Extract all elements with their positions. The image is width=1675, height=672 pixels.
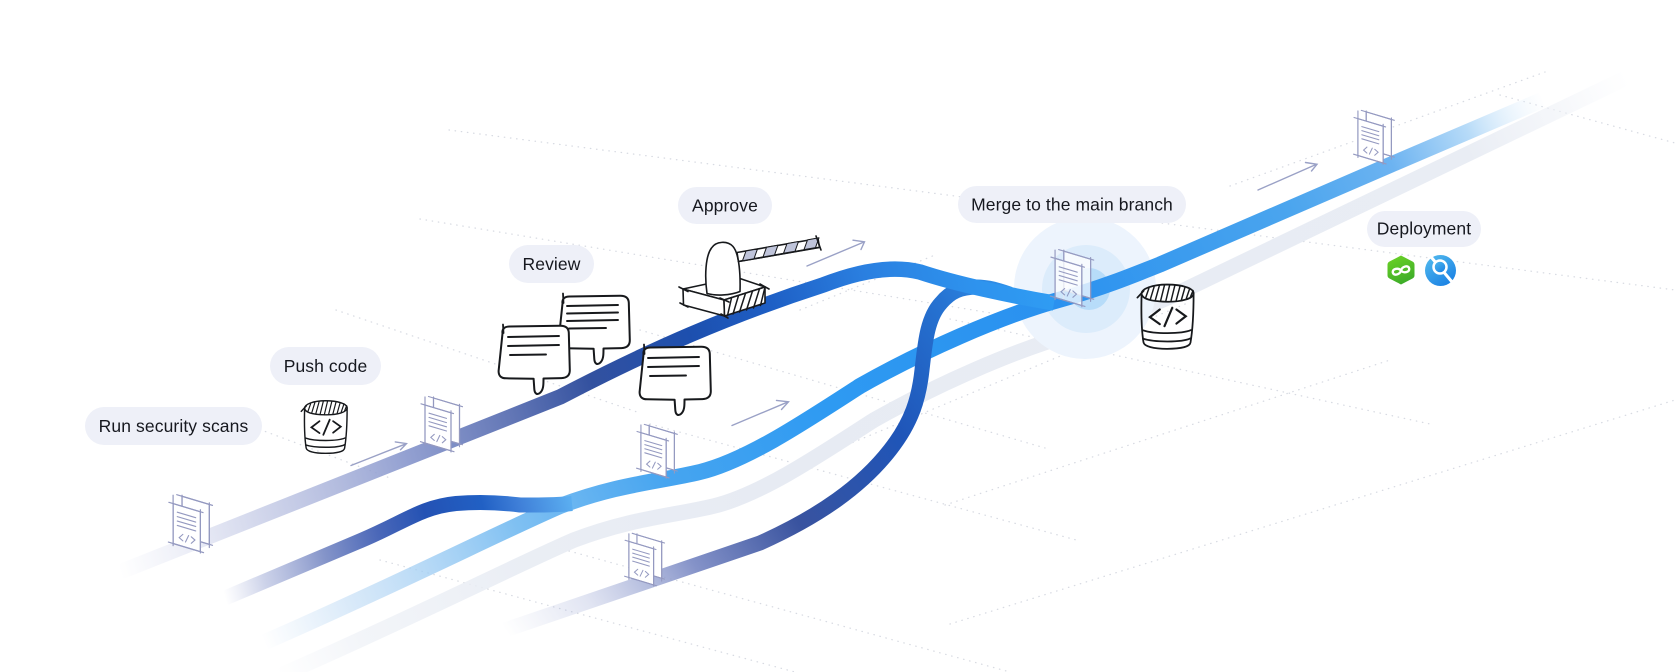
svg-text:Run security scans: Run security scans [99, 416, 249, 436]
svg-text:Deployment: Deployment [1377, 219, 1471, 239]
svg-text:Review: Review [523, 254, 581, 274]
svg-text:Approve: Approve [692, 196, 758, 216]
svg-text:Push code: Push code [284, 356, 368, 376]
svg-text:Merge to the main branch: Merge to the main branch [971, 195, 1173, 215]
